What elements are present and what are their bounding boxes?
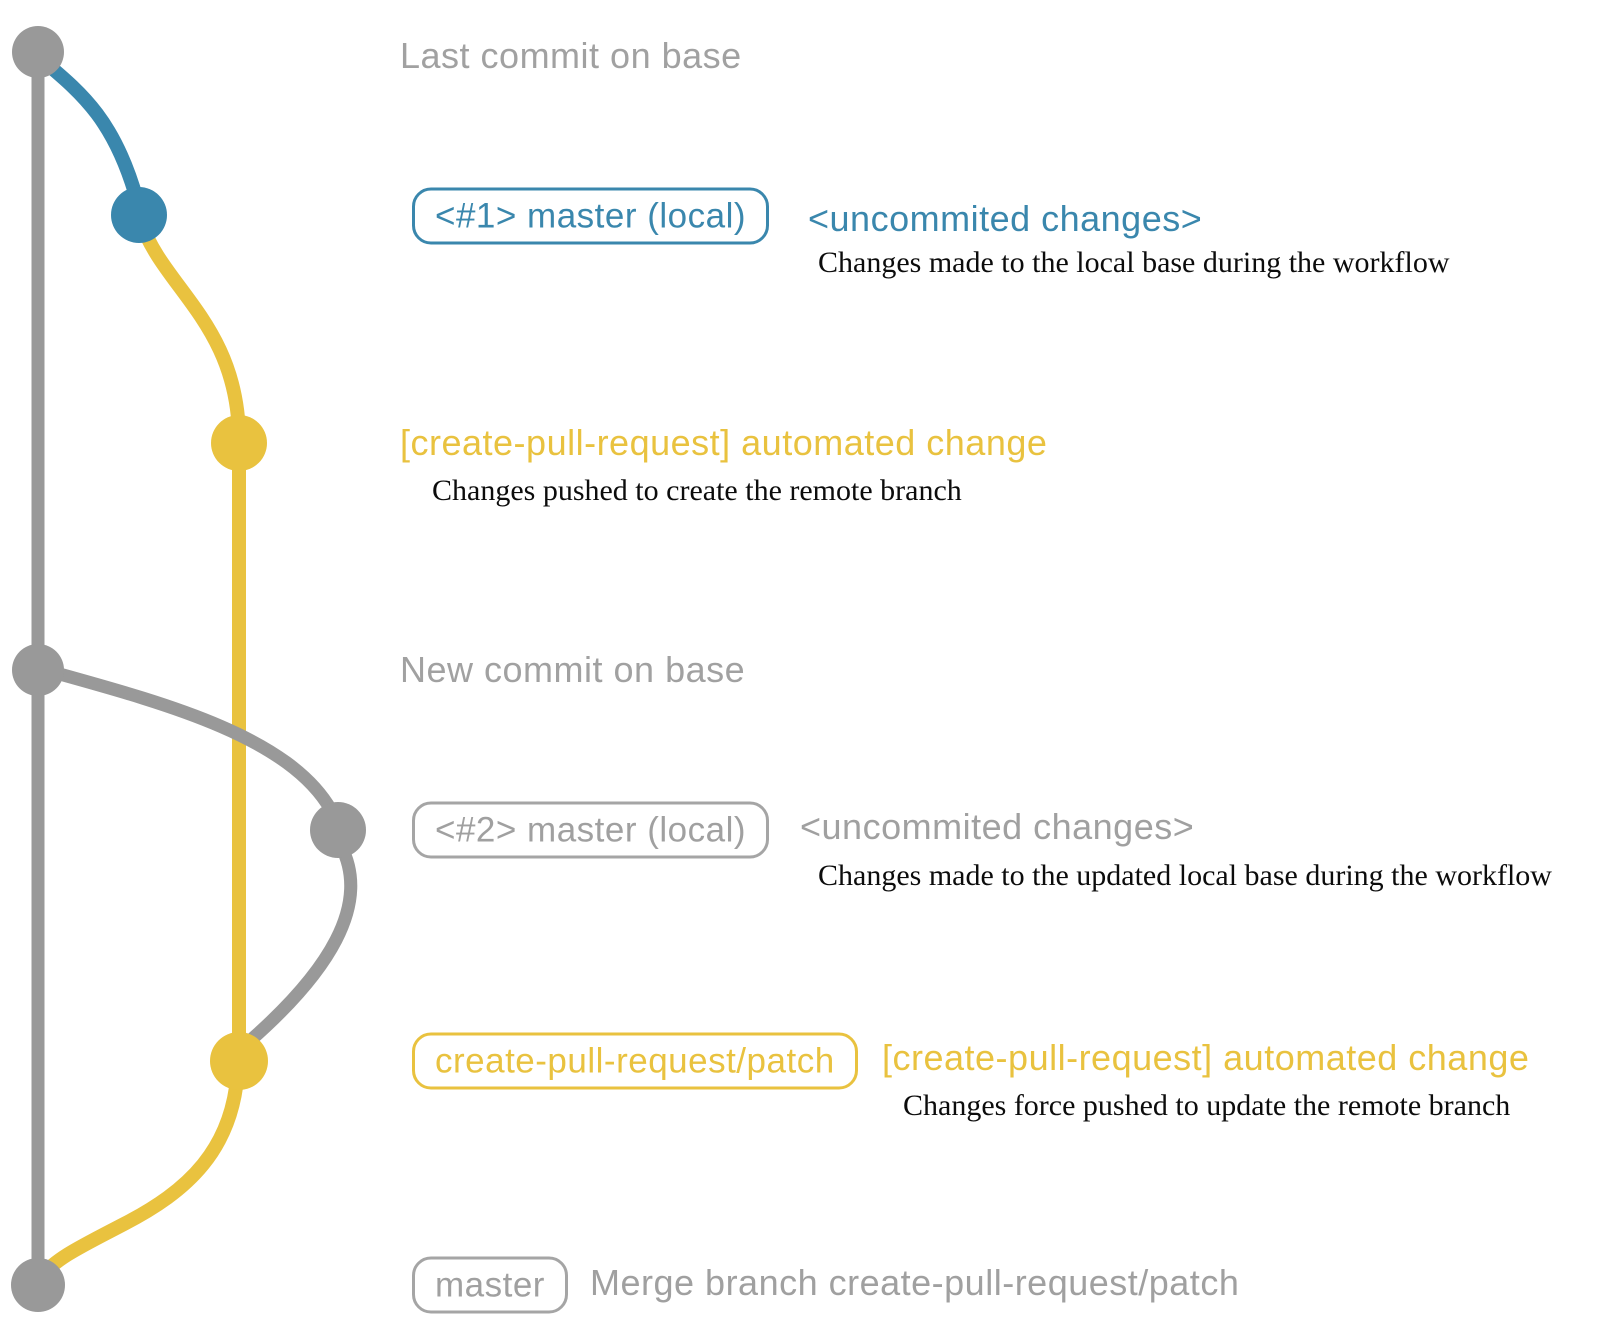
commit-message-uncommitted-2: <uncommited changes> [800, 806, 1195, 847]
patch-branch-out-curve [134, 215, 246, 447]
badge-patch-branch-label: create-pull-request/patch [435, 1041, 835, 1080]
patch-branch-merge-curve [34, 1058, 245, 1284]
commit-dot-last-base [12, 26, 64, 78]
commit-note-uncommitted-1: Changes made to the local base during th… [818, 246, 1450, 279]
commit-message-merge: Merge branch create-pull-request/patch [590, 1262, 1240, 1303]
badge-master-local-2-label: <#2> master (local) [435, 810, 747, 849]
badge-patch-branch: create-pull-request/patch [412, 1032, 858, 1090]
label-new-commit-on-base: New commit on base [400, 649, 746, 690]
commit-message-automated-1: [create-pull-request] automated change [400, 422, 1048, 463]
commit-message-automated-2: [create-pull-request] automated change [882, 1037, 1530, 1078]
label-last-commit-on-base: Last commit on base [400, 35, 742, 76]
uncommitted-branch-1-curve [33, 51, 144, 207]
commit-dot-merge [11, 1258, 65, 1312]
badge-master: master [412, 1256, 568, 1314]
badge-master-local-1: <#1> master (local) [412, 187, 770, 245]
commit-dot-uncommitted-2 [310, 802, 366, 858]
commit-note-automated-2: Changes force pushed to update the remot… [903, 1089, 1511, 1122]
commit-dot-uncommitted-1 [111, 187, 167, 243]
commit-note-uncommitted-2: Changes made to the updated local base d… [818, 859, 1552, 892]
commit-note-automated-1: Changes pushed to create the remote bran… [432, 474, 962, 507]
base-update-curve [31, 661, 338, 817]
badge-master-local-2: <#2> master (local) [412, 801, 770, 859]
commit-dot-automated-1 [211, 415, 267, 471]
badge-master-label: master [435, 1265, 545, 1304]
commit-message-uncommitted-1: <uncommited changes> [808, 198, 1203, 239]
uncommitted-branch-2-curve [237, 839, 358, 1053]
badge-master-local-1-label: <#1> master (local) [435, 196, 747, 235]
commit-dot-new-base [12, 644, 64, 696]
commit-dot-automated-2 [210, 1032, 268, 1090]
